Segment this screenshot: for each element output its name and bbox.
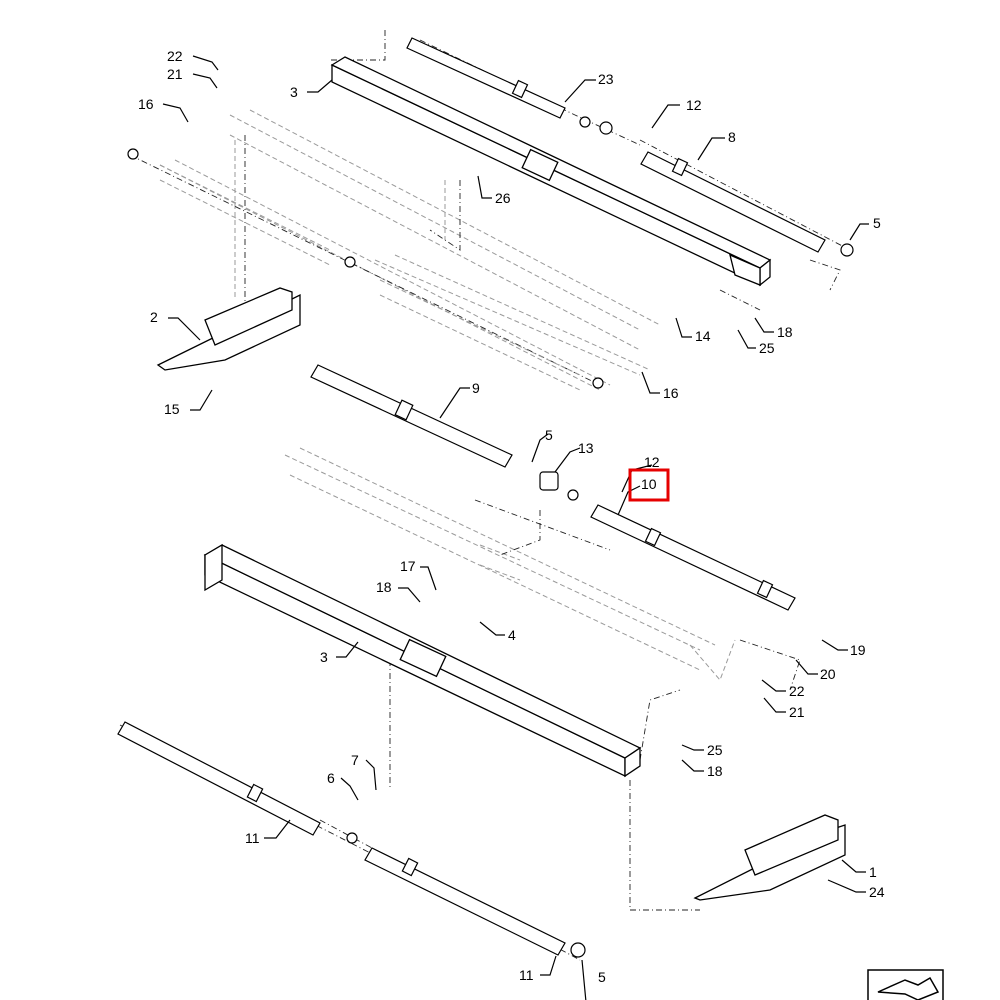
roller-9 [310,364,513,468]
callout-22-lower: 22 [789,683,805,699]
callout-6: 6 [327,770,335,786]
callout-3-upper: 3 [290,84,298,100]
side-bracket-1 [693,814,846,901]
side-bracket-2 [156,287,301,371]
callout-3-lower: 3 [320,649,328,665]
next-page-arrow-box[interactable] [867,969,944,1000]
callout-25-upper: 25 [759,340,775,356]
callout-21-upper: 21 [167,66,183,82]
callout-11-left: 11 [245,830,260,846]
callout-15: 15 [164,401,180,417]
roller-8 [640,151,826,253]
callout-20: 20 [820,666,836,682]
callout-labels: 22 21 16 3 23 12 8 5 26 2 14 18 25 15 16… [138,48,885,985]
callout-8: 8 [728,129,736,145]
roller-ghost-upper-left [159,164,581,391]
callout-1: 1 [869,864,877,880]
callout-26: 26 [495,190,511,206]
callout-16-middle: 16 [663,385,679,401]
callout-18-lower: 18 [707,763,723,779]
callout-5-middle: 5 [545,427,553,443]
upper-main-beam [330,56,772,287]
lower-main-beam [203,543,642,778]
leader-lines [162,55,869,1000]
callout-12-upper: 12 [686,97,702,113]
roller-11-right [364,847,566,956]
callout-12-middle: 12 [644,454,660,470]
callout-25-lower: 25 [707,742,723,758]
callout-2: 2 [150,309,158,325]
callout-9: 9 [472,380,480,396]
callout-18-middle: 18 [376,579,392,595]
phantom-upper-frame [159,109,661,391]
assembly-center-lines [119,30,851,961]
callout-17: 17 [400,558,416,574]
callout-5-upper: 5 [873,215,881,231]
callout-7: 7 [351,752,359,768]
callout-22-upper: 22 [167,48,183,64]
roller-23-upper [406,37,566,119]
phantom-lower-frame [284,447,736,681]
callout-14: 14 [695,328,711,344]
callout-11-right: 11 [519,967,534,983]
roller-11-left [117,721,321,836]
callout-23: 23 [598,71,614,87]
roller-10 [590,504,796,611]
callout-19: 19 [850,642,866,658]
callout-5-lower: 5 [598,969,606,985]
callout-16-upper: 16 [138,96,154,112]
callout-21-lower: 21 [789,704,805,720]
next-arrow-icon [877,976,940,1000]
callout-10: 10 [641,476,657,492]
callout-24: 24 [869,884,885,900]
hardware-bearings [127,116,854,958]
callout-18-upper: 18 [777,324,793,340]
callout-10-highlight-box [628,468,670,502]
callout-4: 4 [508,627,516,643]
callout-13: 13 [578,440,594,456]
